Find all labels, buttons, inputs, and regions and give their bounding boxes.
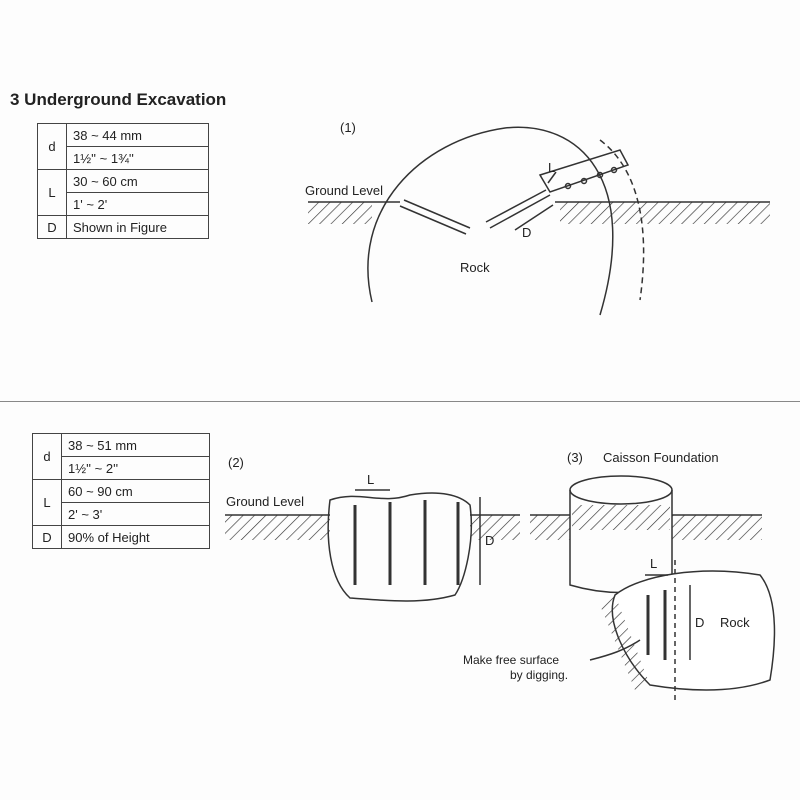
figure-2-drawing	[225, 489, 520, 602]
figure-1-d-label: D	[522, 225, 532, 240]
cell: 38 ~ 44 mm	[66, 123, 209, 147]
figure-3-note-line2: by digging.	[510, 668, 569, 682]
cell: Shown in Figure	[66, 215, 209, 239]
figure-3-l-label: L	[650, 556, 658, 571]
cell: 1' ~ 2'	[66, 192, 209, 216]
figure-2-ground-label: Ground Level	[226, 494, 305, 509]
key-d-depth: D	[37, 215, 67, 239]
figure-1-ground-label: Ground Level	[305, 183, 384, 198]
cell: 90% of Height	[61, 525, 210, 549]
cell: 30 ~ 60 cm	[66, 169, 209, 193]
figure-1-rock-label: Rock	[460, 260, 490, 275]
divider	[0, 401, 800, 402]
figure-3-d-label: D	[695, 615, 705, 630]
figure-1-number: (1)	[340, 120, 356, 135]
cell: 2' ~ 3'	[61, 502, 210, 526]
figure-3-note-line1: Make free surface	[463, 653, 560, 667]
figure-1-l-label: L	[548, 160, 556, 175]
section-title: 3 Underground Excavation	[10, 90, 227, 109]
key-d-depth: D	[32, 525, 62, 549]
figure-3-number: (3)	[567, 450, 583, 465]
figure-2-d-label: D	[485, 533, 495, 548]
figure-3-title: Caisson Foundation	[603, 450, 719, 465]
cell: 1½'' ~ 1¾''	[66, 146, 209, 170]
figure-3-drawing	[530, 475, 776, 700]
cell: 38 ~ 51 mm	[61, 433, 210, 457]
figure-2-l-label: L	[367, 472, 375, 487]
figure-2-number: (2)	[228, 455, 244, 470]
figure-3-rock-label: Rock	[720, 615, 750, 630]
figure-1-drawing	[308, 126, 770, 316]
